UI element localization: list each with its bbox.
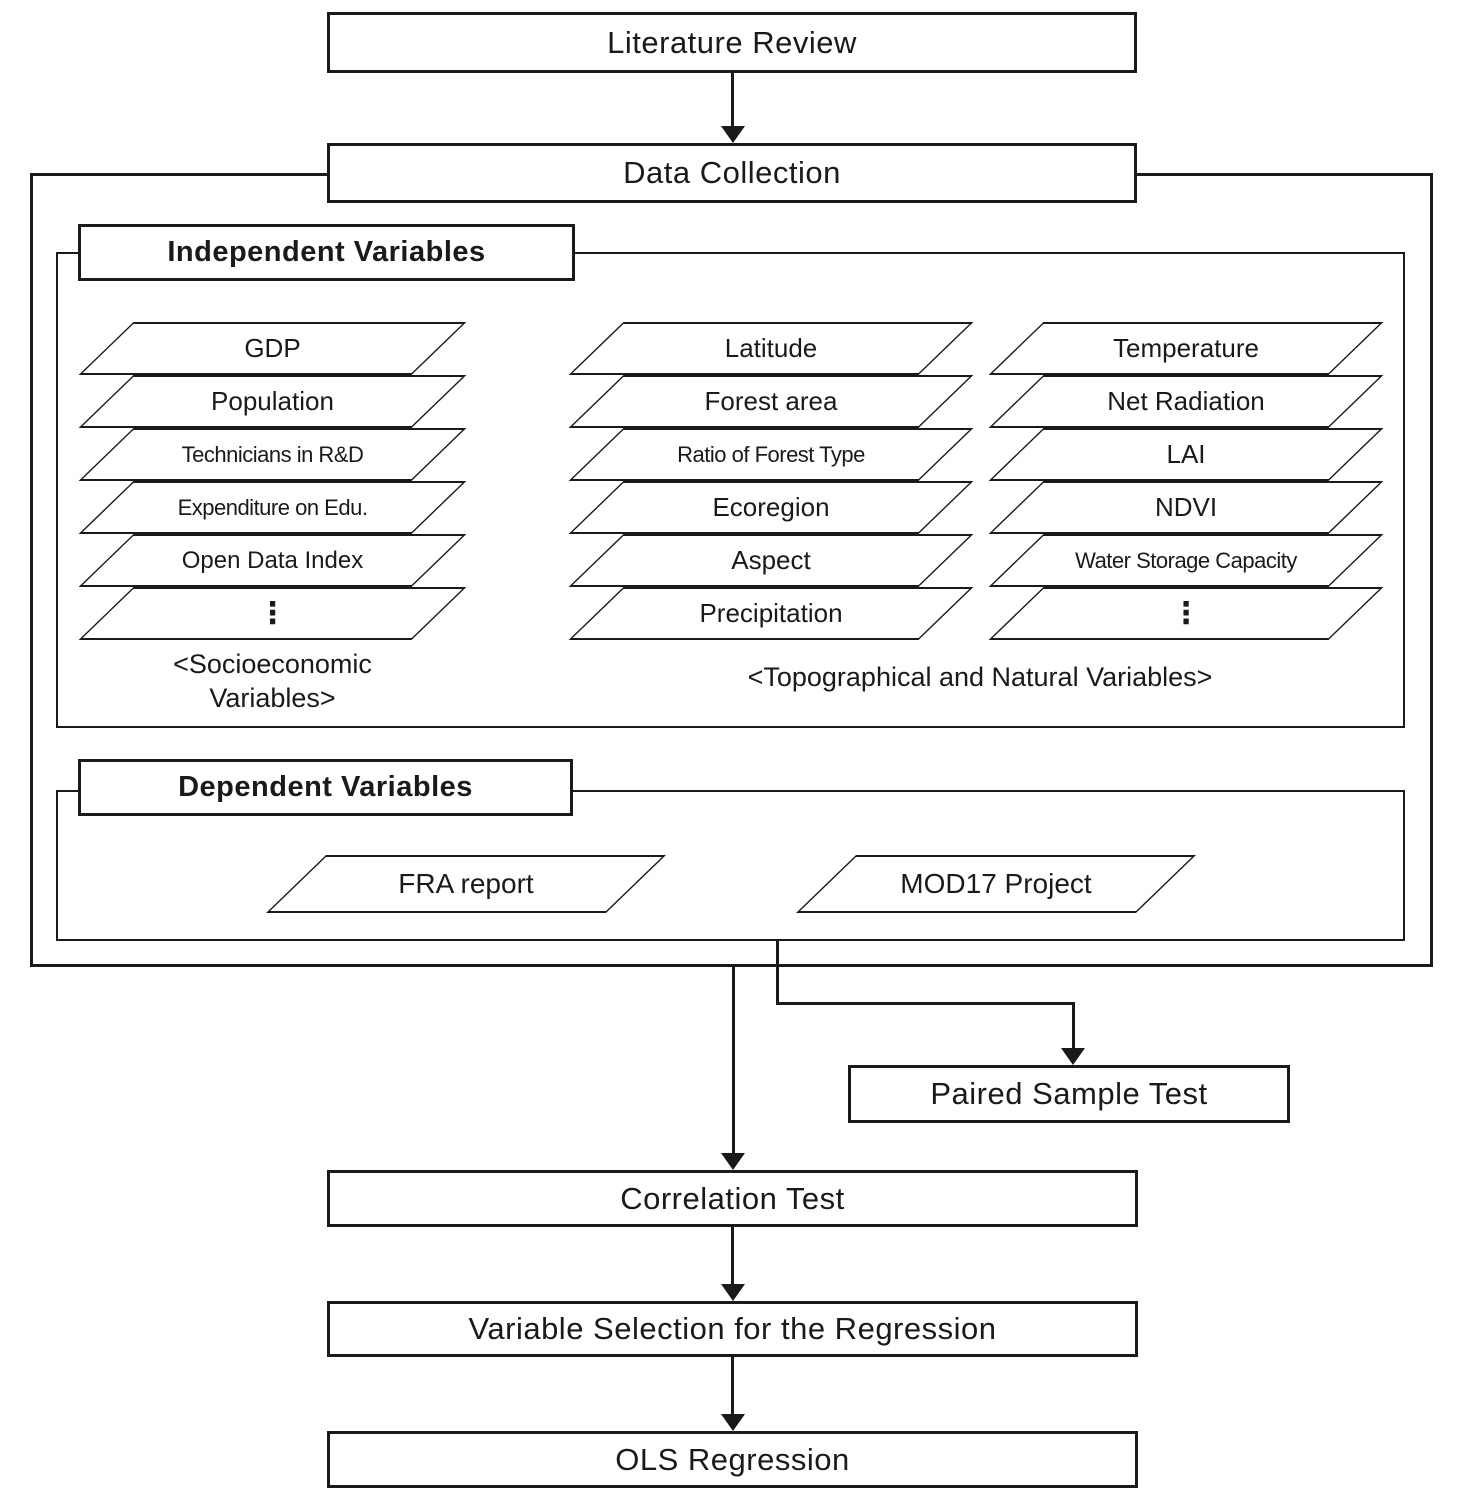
connector-vs-ols <box>731 1357 734 1417</box>
variable-parallelogram: Ecoregion <box>596 481 946 534</box>
topographical-stack-2: Temperature Net Radiation LAI NDVI Water… <box>1016 322 1356 640</box>
variable-label: Technicians in R&D <box>181 441 364 467</box>
mod17-parallelogram: MOD17 Project <box>826 855 1166 913</box>
variable-parallelogram: Water Storage Capacity <box>1016 534 1356 587</box>
node-label: Paired Sample Test <box>930 1076 1208 1111</box>
socioeconomic-caption: <Socioeconomic Variables> <box>173 649 372 713</box>
fra-report-parallelogram: FRA report <box>296 855 636 913</box>
variable-parallelogram: NDVI <box>1016 481 1356 534</box>
variable-label: ⋮ <box>257 597 288 630</box>
variable-label: Aspect <box>731 545 811 575</box>
connector-lr-dc <box>731 73 734 130</box>
variable-parallelogram: Aspect <box>596 534 946 587</box>
variable-label: GDP <box>244 333 301 363</box>
connector-dv-pst-v1 <box>776 941 779 1005</box>
dependent-variables-title: Dependent Variables <box>78 759 573 816</box>
variable-parallelogram: Forest area <box>596 375 946 428</box>
arrowhead-pst <box>1061 1048 1085 1065</box>
topographical-caption: <Topographical and Natural Variables> <box>747 662 1213 692</box>
variable-label: Ecoregion <box>712 492 830 522</box>
variable-label: NDVI <box>1154 492 1218 522</box>
node-label: Correlation Test <box>620 1180 845 1216</box>
variable-parallelogram: Ratio of Forest Type <box>596 428 946 481</box>
node-data-collection: Data Collection <box>327 143 1137 203</box>
variable-parallelogram: ⋮ <box>1016 587 1356 640</box>
variable-label: Water Storage Capacity <box>1075 547 1297 573</box>
node-literature-review: Literature Review <box>327 12 1137 73</box>
connector-dv-pst-v2 <box>1072 1002 1075 1050</box>
node-label: Data Collection <box>623 155 841 190</box>
variable-label: LAI <box>1166 439 1206 469</box>
variable-label: Expenditure on Edu. <box>177 494 368 520</box>
variable-label: Precipitation <box>699 598 843 628</box>
variable-parallelogram: Precipitation <box>596 587 946 640</box>
variable-parallelogram: Open Data Index <box>106 534 439 587</box>
variable-parallelogram: Net Radiation <box>1016 375 1356 428</box>
variable-parallelogram: Population <box>106 375 439 428</box>
variable-label: ⋮ <box>1171 597 1201 630</box>
node-label: Literature Review <box>607 24 857 60</box>
variable-label: Latitude <box>724 333 818 363</box>
section-title-label: Dependent Variables <box>178 771 473 803</box>
variable-parallelogram: Expenditure on Edu. <box>106 481 439 534</box>
variable-label: Population <box>211 386 334 416</box>
node-correlation-test: Correlation Test <box>327 1170 1138 1227</box>
variable-label: Temperature <box>1113 333 1259 363</box>
variable-label: Net Radiation <box>1107 386 1265 416</box>
node-variable-selection: Variable Selection for the Regression <box>327 1301 1138 1357</box>
node-paired-sample-test: Paired Sample Test <box>848 1065 1290 1123</box>
connector-dv-pst-h <box>776 1002 1075 1005</box>
socioeconomic-stack: GDP Population Technicians in R&D Expend… <box>106 322 439 640</box>
variable-parallelogram: Latitude <box>596 322 946 375</box>
arrowhead-dc <box>721 126 745 143</box>
node-label: Variable Selection for the Regression <box>468 1311 997 1346</box>
section-title-label: Independent Variables <box>167 236 486 268</box>
topographical-stack-1: Latitude Forest area Ratio of Forest Typ… <box>596 322 946 640</box>
variable-label: Open Data Index <box>181 546 364 574</box>
variable-label: MOD17 Project <box>900 868 1092 899</box>
node-ols-regression: OLS Regression <box>327 1431 1138 1488</box>
connector-ct-vs <box>731 1227 734 1287</box>
variable-parallelogram: ⋮ <box>106 587 439 640</box>
variable-label: FRA report <box>398 868 534 899</box>
node-label: OLS Regression <box>615 1441 850 1477</box>
variable-parallelogram: LAI <box>1016 428 1356 481</box>
variable-label: Forest area <box>704 386 838 416</box>
arrowhead-ols <box>721 1414 745 1431</box>
variable-label: Ratio of Forest Type <box>677 441 865 467</box>
arrowhead-ct <box>721 1153 745 1170</box>
arrowhead-vs <box>721 1284 745 1301</box>
independent-variables-title: Independent Variables <box>78 224 575 281</box>
variable-parallelogram: Temperature <box>1016 322 1356 375</box>
variable-parallelogram: GDP <box>106 322 439 375</box>
variable-parallelogram: Technicians in R&D <box>106 428 439 481</box>
connector-dc-ct <box>732 965 735 1155</box>
